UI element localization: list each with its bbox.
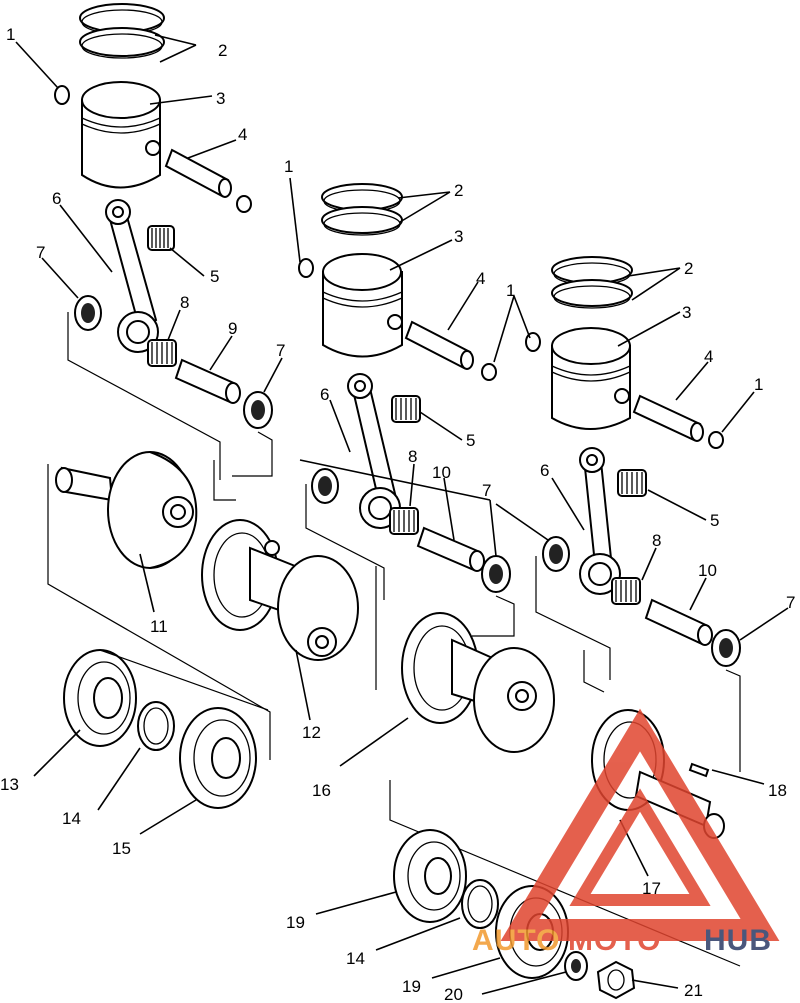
callout-12: 12 [302,723,321,742]
piston-group-left: 1 2 3 4 [6,3,252,213]
callout-19: 19 [286,913,305,932]
callout-21: 21 [684,981,703,1000]
crank-web-left [55,451,198,569]
callout-2: 2 [218,41,227,60]
callout-5: 5 [210,267,219,286]
callout-8: 8 [180,293,189,312]
callout-6: 6 [52,189,61,208]
watermark-moto: MOTO [568,924,661,957]
piston-ring [551,279,633,307]
callout-7: 7 [276,341,285,360]
callout-1: 1 [6,25,15,44]
callout-1: 1 [506,281,515,300]
crank-web-middle [201,519,359,661]
piston [551,345,631,430]
watermark-auto: AUTO [472,924,560,957]
callout-4: 4 [704,347,713,366]
callout-8: 8 [652,531,661,550]
callout-10: 10 [698,561,717,580]
callout-4: 4 [238,125,247,144]
piston-pin-clip [54,85,70,105]
watermark-logo: AUTO MOTO HUB [472,708,780,957]
piston-pin-clip [525,332,541,352]
conrod-group-center: 6 5 8 10 7 [299,373,549,637]
callout-7: 7 [482,481,491,500]
callout-9: 9 [228,319,237,338]
woodruff-key [688,762,710,778]
piston-ring [79,27,165,57]
callout-13: 13 [0,775,19,794]
piston-ring [321,206,403,234]
callout-10: 10 [432,463,451,482]
callout-17: 17 [642,879,661,898]
callout-5: 5 [710,511,719,530]
callout-7: 7 [36,243,45,262]
callout-16: 16 [312,781,331,800]
callout-4: 4 [476,269,485,288]
callout-1: 1 [754,375,763,394]
callout-3: 3 [216,89,225,108]
callout-18: 18 [768,781,787,800]
bearings-bottom: 19 14 19 20 21 [286,829,703,1003]
callout-2: 2 [454,181,463,200]
callout-14: 14 [62,809,81,828]
callout-19: 19 [402,977,421,996]
crankshaft-assembly: 11 12 16 17 18 [47,451,787,967]
piston-pin-clip [236,195,252,213]
callout-6: 6 [320,385,329,404]
callout-20: 20 [444,985,463,1003]
bearings-left: 13 14 15 [0,649,269,858]
triangle-icon [500,708,780,941]
watermark-hub: HUB [704,924,772,957]
callout-2: 2 [684,259,693,278]
callout-5: 5 [466,431,475,450]
conrod-group-right: 6 5 8 10 7 [535,447,795,772]
callout-3: 3 [682,303,691,322]
piston-group-right: 2 1 3 4 1 [493,256,763,449]
piston-pin-clip [708,431,724,449]
callout-7: 7 [786,593,795,612]
callout-15: 15 [112,839,131,858]
callout-14: 14 [346,949,365,968]
piston-group-center: 1 2 3 4 [284,157,497,381]
hex-nut [596,960,636,1000]
callout-1: 1 [284,157,293,176]
conrod-group-left: 6 7 5 8 9 7 [36,189,285,480]
piston [81,99,161,189]
callout-6: 6 [540,461,549,480]
callout-8: 8 [408,447,417,466]
crank-web-right [401,612,555,753]
piston-pin-clip [481,363,497,381]
callout-3: 3 [454,227,463,246]
callout-11: 11 [150,617,168,636]
piston-pin-clip [298,258,314,278]
piston [322,271,403,358]
